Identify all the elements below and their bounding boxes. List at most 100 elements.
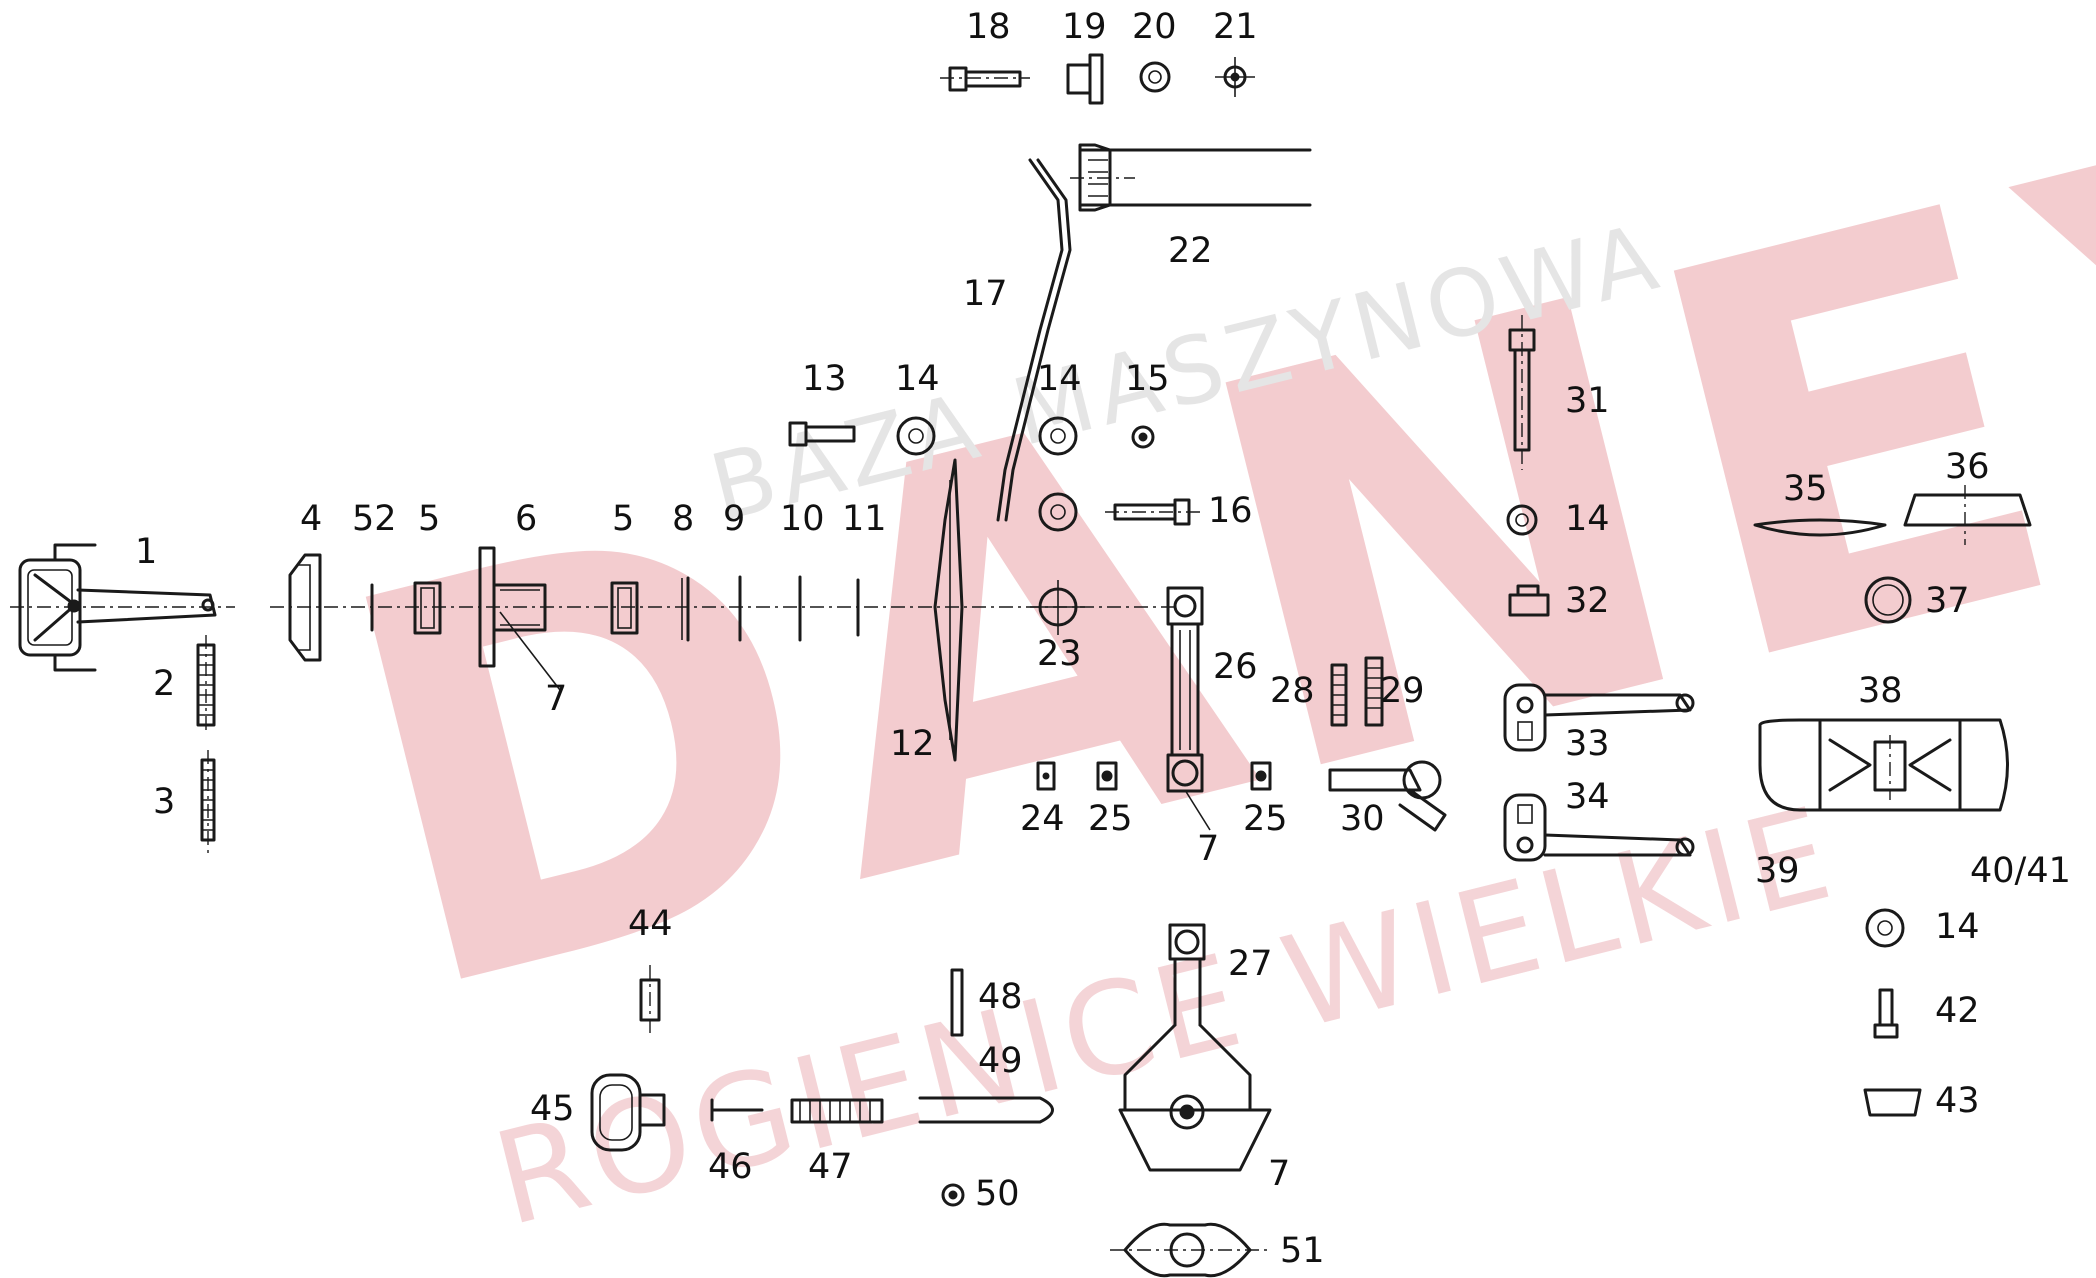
part-25-nut-a	[1096, 761, 1118, 791]
part-34-link	[1503, 793, 1695, 862]
part-32-nut	[1508, 584, 1550, 617]
label-part-27: 27	[1228, 944, 1273, 984]
part-2-threaded-sleeve	[196, 635, 216, 735]
part-13-bolt	[788, 421, 856, 447]
part-44-fitting	[639, 965, 661, 1035]
part-15-locknut	[1131, 425, 1155, 449]
label-part-49: 49	[978, 1041, 1023, 1081]
label-part-25-b: 25	[1243, 799, 1288, 839]
label-part-14-a: 14	[895, 359, 940, 399]
label-part-25-a: 25	[1088, 799, 1133, 839]
label-part-6: 6	[515, 499, 537, 539]
label-part-14-c: 14	[1565, 499, 1610, 539]
part-24-clip	[1036, 761, 1056, 791]
part-48-pin	[950, 968, 964, 1037]
part-20-washer	[1139, 61, 1171, 93]
label-part-28: 28	[1270, 671, 1315, 711]
part-26-arm	[1166, 586, 1211, 831]
part-6-hub	[478, 546, 561, 691]
label-part-35: 35	[1783, 469, 1828, 509]
label-part-34: 34	[1565, 777, 1610, 817]
label-part-16: 16	[1208, 491, 1253, 531]
label-part-38: 38	[1858, 671, 1903, 711]
label-part-1: 1	[135, 532, 157, 572]
part-30-lever	[1328, 760, 1447, 832]
label-part-14-d: 14	[1935, 907, 1980, 947]
label-part-42: 42	[1935, 991, 1980, 1031]
part-labels: 1 2 3 4 52 5 6 5 8 9 10 11 7 12 13 14 14…	[135, 7, 2071, 1271]
part-36-cap	[1903, 485, 2032, 545]
label-part-37: 37	[1925, 581, 1970, 621]
part-18-bolt	[940, 66, 1030, 92]
part-51-plate	[1110, 1222, 1270, 1278]
label-part-39: 39	[1755, 851, 1800, 891]
part-22-tine	[1070, 143, 1312, 212]
label-part-12: 12	[890, 724, 935, 764]
label-part-7-c: 7	[1268, 1154, 1290, 1194]
part-49-tine	[918, 1096, 1054, 1124]
label-part-11: 11	[842, 499, 887, 539]
label-part-52: 52	[352, 499, 397, 539]
part-45-loop	[590, 1073, 666, 1152]
label-part-8: 8	[672, 499, 694, 539]
part-31-long-bolt	[1508, 315, 1536, 470]
label-part-14-b: 14	[1037, 359, 1082, 399]
label-part-31: 31	[1565, 381, 1610, 421]
label-part-45: 45	[530, 1089, 575, 1129]
label-part-43: 43	[1935, 1081, 1980, 1121]
part-37-washer	[1864, 576, 1912, 624]
part-19-nut	[1066, 53, 1104, 105]
part-43-clip	[1863, 1088, 1922, 1117]
part-28-spring	[1330, 663, 1348, 727]
label-part-18: 18	[966, 7, 1011, 47]
label-part-5-b: 5	[612, 499, 634, 539]
part-42-bolt	[1873, 988, 1899, 1039]
label-part-48: 48	[978, 977, 1023, 1017]
label-part-7-a: 7	[545, 679, 567, 719]
label-part-33: 33	[1565, 724, 1610, 764]
part-38-wheel	[1758, 718, 2009, 812]
part-8-ring	[681, 576, 690, 642]
label-part-4: 4	[300, 499, 322, 539]
label-part-20: 20	[1132, 7, 1177, 47]
part-35-plate	[1753, 518, 1887, 537]
label-part-5-a: 5	[418, 499, 440, 539]
part-16-bolt	[1105, 498, 1200, 526]
part-27-arm-assembly	[1118, 923, 1272, 1172]
part-21-locknut	[1215, 57, 1255, 97]
label-part-19: 19	[1062, 7, 1107, 47]
part-29-spring	[1364, 656, 1384, 727]
part-17-bent-rod	[996, 158, 1072, 522]
label-part-29: 29	[1380, 671, 1425, 711]
label-part-46: 46	[708, 1147, 753, 1187]
part-14-washer-e	[1865, 908, 1905, 948]
part-50-locknut	[941, 1183, 965, 1207]
label-part-30: 30	[1340, 799, 1385, 839]
label-part-22: 22	[1168, 231, 1213, 271]
label-part-21: 21	[1213, 7, 1258, 47]
label-part-3: 3	[153, 782, 175, 822]
label-part-51: 51	[1280, 1231, 1325, 1271]
part-33-link	[1503, 683, 1695, 752]
part-23-bushing	[1030, 580, 1085, 635]
label-part-15: 15	[1125, 359, 1170, 399]
part-1-frame	[10, 543, 235, 672]
label-part-7-b: 7	[1197, 829, 1219, 869]
label-part-47: 47	[808, 1147, 853, 1187]
label-part-50: 50	[975, 1174, 1020, 1214]
label-part-40-41: 40/41	[1970, 851, 2071, 891]
label-part-36: 36	[1945, 447, 1990, 487]
label-part-24: 24	[1020, 799, 1065, 839]
label-part-2: 2	[153, 664, 175, 704]
part-5-bushing-b	[610, 581, 639, 635]
part-25-nut-b	[1250, 761, 1272, 791]
part-47-spring	[790, 1098, 884, 1124]
part-5-bushing-a	[413, 581, 442, 635]
part-12-plate	[933, 458, 964, 762]
label-part-10: 10	[780, 499, 825, 539]
label-part-17: 17	[963, 274, 1008, 314]
part-14-washer-a	[896, 416, 936, 456]
label-part-13: 13	[802, 359, 847, 399]
part-washer-c	[1038, 492, 1078, 532]
